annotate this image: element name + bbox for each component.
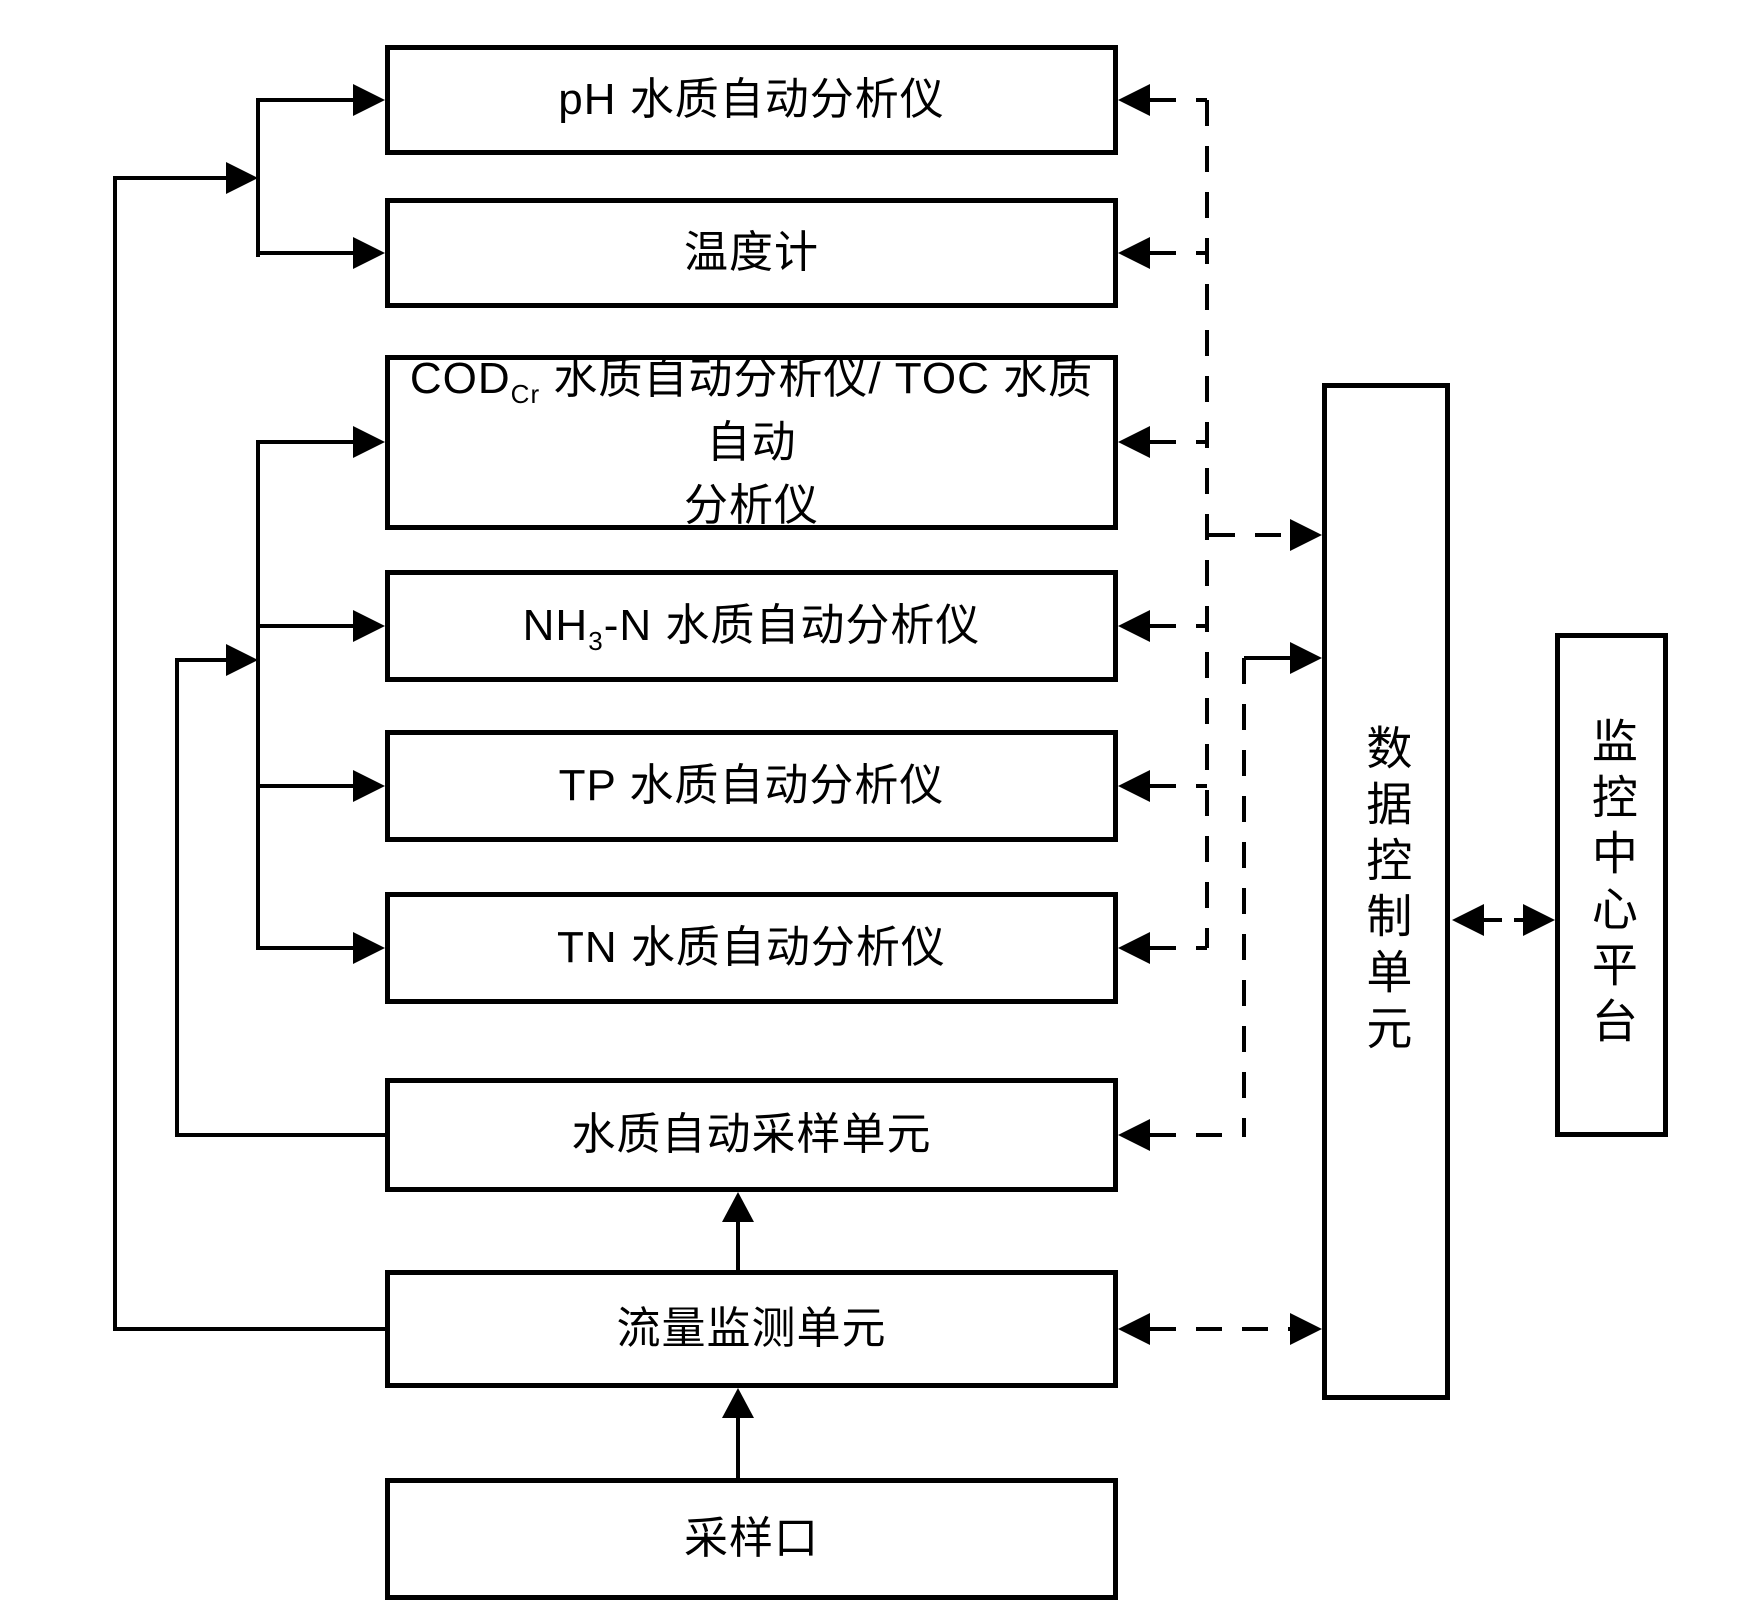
cod-toc-analyzer-box: CODCr 水质自动分析仪/ TOC 水质自动 分析仪 [385, 354, 1118, 530]
flow-monitoring-unit-box: 流量监测单元 [385, 1270, 1118, 1388]
dcu-mcp-left-arrowhead-icon [1452, 904, 1484, 936]
thermometer-box: 温度计 [385, 198, 1118, 308]
thermometer-inlet-line [256, 251, 353, 255]
nh3n-label-post: -N 水质自动分析仪 [603, 601, 981, 651]
nh3n-label-subscript: 3 [588, 626, 604, 657]
flow-to-top-splitter-trunk-line [113, 176, 117, 1331]
nh3n-signal-dashed-line [1150, 624, 1207, 628]
flow-dcu-left-arrowhead-icon [1118, 1313, 1150, 1345]
cod-label-pre: COD [409, 353, 511, 403]
auto-sampling-unit-label: 水质自动采样单元 [571, 1110, 932, 1160]
sampling-signal-arrowhead-icon [1118, 1119, 1150, 1151]
ph-inlet-line [256, 98, 353, 102]
dcu-mcp-right-arrowhead-icon [1523, 904, 1555, 936]
sampling-port-label: 采样口 [684, 1514, 819, 1564]
sampling-trunk-to-dcu-arrowhead-icon [1290, 642, 1322, 674]
flow-to-sampling-arrowhead-icon [722, 1192, 754, 1222]
nh3n-signal-arrowhead-icon [1118, 610, 1150, 642]
sampling-to-analyzer-splitter-trunk-line [175, 658, 179, 1137]
flow-dcu-dashed-line [1150, 1327, 1290, 1331]
data-control-unit-label: 数据控制单元 [1360, 723, 1413, 1060]
ph-analyzer-label: pH 水质自动分析仪 [558, 75, 945, 125]
tn-signal-dashed-line [1150, 946, 1207, 950]
sampling-signal-trunk-dashed-line [1242, 658, 1246, 1137]
cod-toc-analyzer-label-line1: CODCr 水质自动分析仪/ TOC 水质自动 [390, 347, 1113, 475]
cod-inlet-line [256, 440, 353, 444]
port-to-flow-arrowhead-icon [722, 1388, 754, 1418]
auto-sampling-unit-box: 水质自动采样单元 [385, 1078, 1118, 1192]
monitoring-center-platform-box: 监控中心平台 [1555, 633, 1668, 1137]
analyzer-splitter-feed-line [175, 658, 226, 662]
thermometer-signal-dashed-line [1150, 251, 1207, 255]
ph-signal-arrowhead-icon [1118, 84, 1150, 116]
cod-signal-arrowhead-icon [1118, 426, 1150, 458]
cod-toc-analyzer-label: CODCr 水质自动分析仪/ TOC 水质自动 分析仪 [390, 347, 1113, 538]
nh3n-inlet-arrowhead-icon [353, 610, 385, 642]
sampling-trunk-to-dcu-line [1244, 656, 1290, 660]
analyzer-splitter-line [256, 440, 260, 950]
nh3n-analyzer-box: NH3-N 水质自动分析仪 [385, 570, 1118, 682]
port-to-flow-line [736, 1415, 740, 1478]
flow-dcu-right-arrowhead-icon [1290, 1313, 1322, 1345]
ph-analyzer-box: pH 水质自动分析仪 [385, 45, 1118, 155]
tp-signal-arrowhead-icon [1118, 770, 1150, 802]
tn-analyzer-box: TN 水质自动分析仪 [385, 892, 1118, 1004]
top-splitter-feed-arrowhead-icon [226, 162, 258, 194]
flow-to-sampling-line [736, 1219, 740, 1270]
cod-toc-analyzer-label-line2: 分析仪 [684, 481, 819, 531]
cod-inlet-arrowhead-icon [353, 426, 385, 458]
monitoring-center-platform-label: 监控中心平台 [1585, 717, 1638, 1053]
thermometer-signal-arrowhead-icon [1118, 237, 1150, 269]
tn-signal-arrowhead-icon [1118, 932, 1150, 964]
tp-inlet-line [256, 784, 353, 788]
data-control-unit-box: 数据控制单元 [1322, 383, 1450, 1400]
sampling-unit-left-connector-line [175, 1133, 385, 1137]
thermometer-label: 温度计 [684, 228, 819, 278]
flow-unit-left-connector-line [113, 1327, 385, 1331]
ph-thermo-splitter-line [256, 98, 260, 257]
nh3n-inlet-line [256, 624, 353, 628]
tp-analyzer-box: TP 水质自动分析仪 [385, 730, 1118, 842]
analyzer-signal-trunk-dashed-line [1205, 100, 1209, 948]
nh3n-label-pre: NH [522, 601, 589, 651]
nh3n-analyzer-label: NH3-N 水质自动分析仪 [523, 594, 981, 658]
thermometer-inlet-arrowhead-icon [353, 237, 385, 269]
tp-signal-dashed-line [1150, 784, 1207, 788]
dcu-mcp-left-stub-line [1482, 918, 1502, 922]
top-splitter-feed-line [113, 176, 226, 180]
tp-analyzer-label: TP 水质自动分析仪 [558, 761, 945, 811]
cod-signal-dashed-line [1150, 440, 1207, 444]
cod-label-subscript: Cr [510, 378, 541, 409]
sampling-signal-dashed-line [1150, 1133, 1244, 1137]
analyzer-splitter-feed-arrowhead-icon [226, 644, 258, 676]
tn-analyzer-label: TN 水质自动分析仪 [557, 923, 946, 973]
tn-inlet-arrowhead-icon [353, 932, 385, 964]
trunk-to-dcu-dashed-line [1209, 533, 1290, 537]
trunk-to-dcu-arrowhead-icon [1290, 519, 1322, 551]
cod-label-post: 水质自动分析仪/ TOC 水质自动 [540, 353, 1094, 467]
tp-inlet-arrowhead-icon [353, 770, 385, 802]
sampling-port-box: 采样口 [385, 1478, 1118, 1600]
tn-inlet-line [256, 946, 353, 950]
ph-inlet-arrowhead-icon [353, 84, 385, 116]
flow-monitoring-unit-label: 流量监测单元 [616, 1304, 887, 1354]
ph-signal-dashed-line [1150, 98, 1207, 102]
